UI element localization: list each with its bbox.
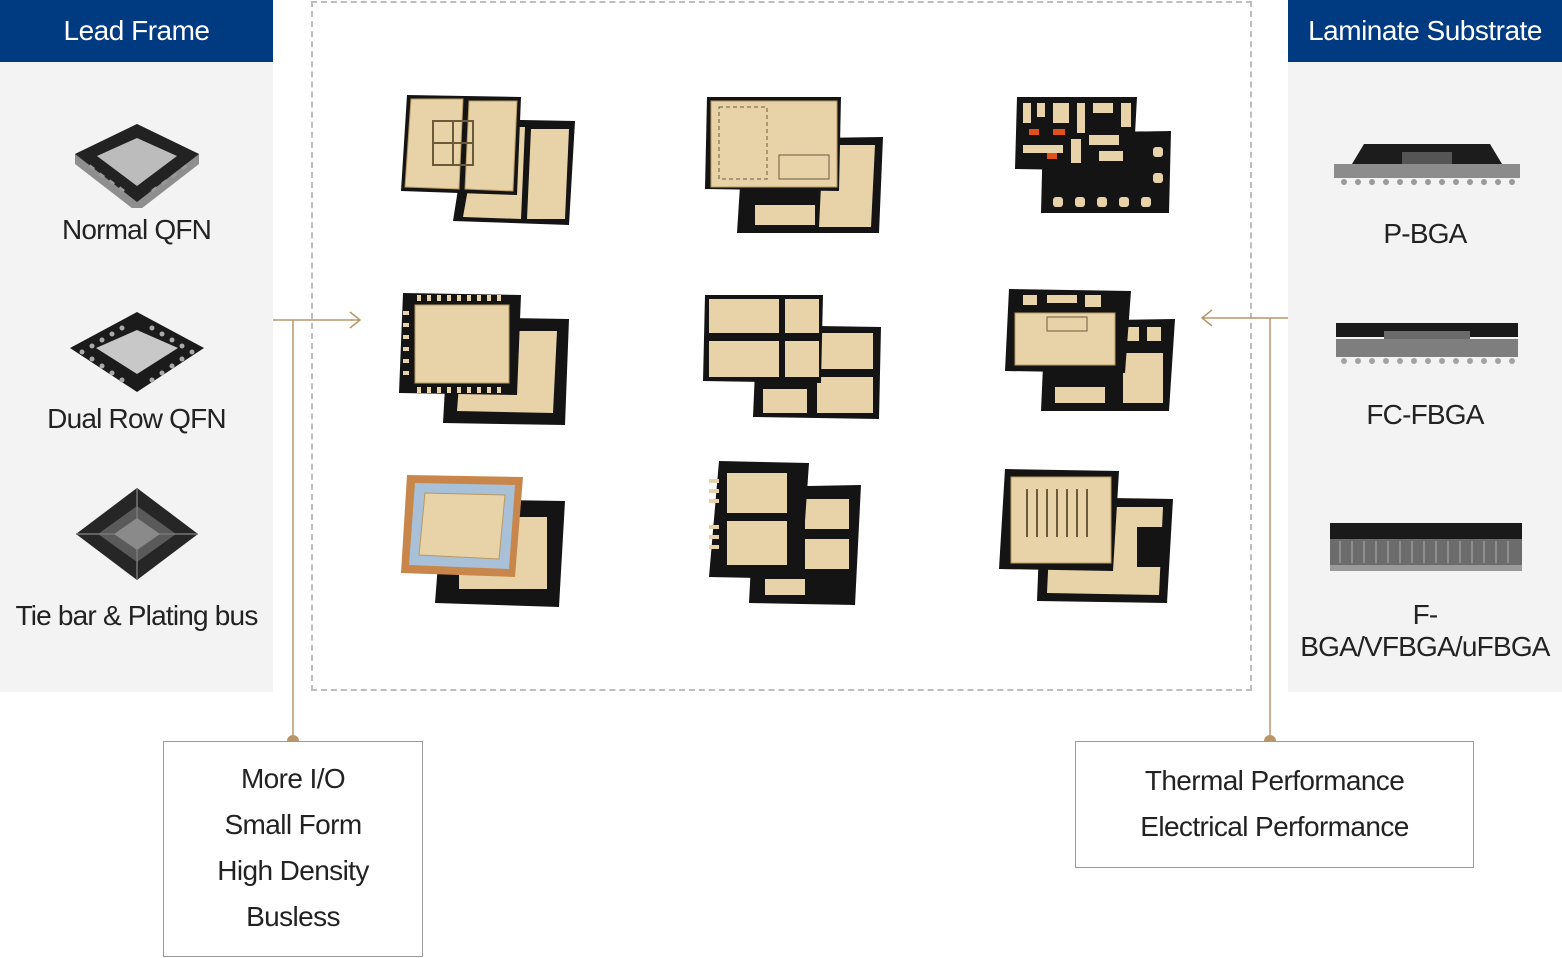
package-label-dual-row-qfn: Dual Row QFN	[47, 403, 226, 434]
benefit-busless: Busless	[246, 901, 340, 932]
lead-frame-panel: Lead Frame Normal QFN	[0, 0, 273, 692]
chip-image-6	[1005, 289, 1175, 411]
benefit-thermal-performance: Thermal Performance	[1144, 765, 1405, 796]
p-bga-icon	[1334, 144, 1520, 185]
laminate-benefits-callout: Thermal Performance Electrical Performan…	[1075, 741, 1474, 868]
package-dual-row-qfn: Dual Row QFN	[0, 300, 273, 450]
package-p-bga: P-BGA	[1288, 130, 1562, 260]
tie-bar-plating-bus-icon	[76, 488, 198, 580]
fc-fbga-icon	[1336, 323, 1518, 364]
package-label-normal-qfn: Normal QFN	[61, 214, 212, 245]
chip-image-4	[399, 293, 569, 425]
package-label-p-bga: P-BGA	[1383, 218, 1467, 249]
chip-image-1	[401, 95, 575, 225]
benefit-more-io: More I/O	[240, 763, 346, 794]
benefit-small-form: Small Form	[224, 809, 362, 840]
chip-image-2	[705, 97, 883, 233]
package-label-tie-bar-plating-bus: Tie bar & Plating bus	[15, 600, 258, 631]
laminate-substrate-panel: Laminate Substrate P-BGA FC-FBGA	[1288, 0, 1562, 692]
package-f-bga: F-BGA/VFBGA/uFBGA	[1288, 515, 1562, 662]
package-label-fc-fbga: FC-FBGA	[1366, 399, 1484, 430]
package-fc-fbga: FC-FBGA	[1288, 315, 1562, 445]
chip-image-5	[703, 295, 881, 419]
lead-frame-benefits-callout: More I/O Small Form High Density Busless	[163, 741, 423, 957]
chip-image-7	[401, 475, 565, 607]
f-bga-icon	[1330, 523, 1522, 571]
package-normal-qfn: Normal QFN	[0, 110, 273, 260]
package-tie-bar-plating-bus: Tie bar & Plating bus	[0, 480, 273, 631]
package-gallery	[311, 1, 1252, 691]
chip-image-9	[999, 469, 1173, 603]
dual-row-qfn-icon	[70, 312, 204, 392]
benefit-electrical-performance: Electrical Performance	[1140, 811, 1409, 842]
lead-frame-title: Lead Frame	[0, 0, 273, 62]
benefit-high-density: High Density	[217, 855, 369, 886]
package-label-f-bga: F-BGA/VFBGA/uFBGA	[1300, 599, 1550, 662]
chip-image-8	[709, 461, 861, 605]
laminate-substrate-title: Laminate Substrate	[1288, 0, 1562, 62]
chip-image-3	[1015, 97, 1171, 213]
normal-qfn-icon	[75, 124, 199, 208]
